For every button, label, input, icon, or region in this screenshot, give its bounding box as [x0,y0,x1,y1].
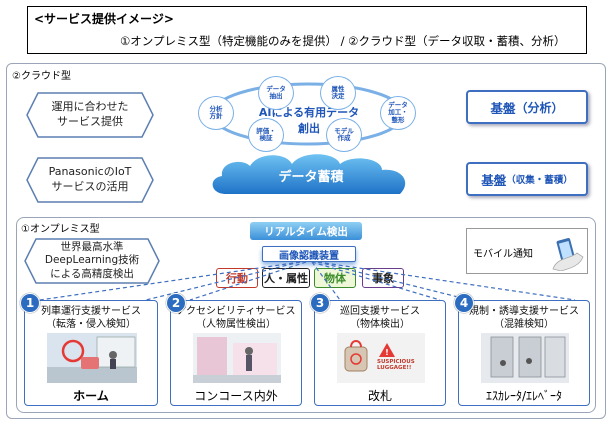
kiban-storage-main: 基盤 [481,172,507,188]
cloud-icon [212,154,406,194]
concourse-scene-image [193,333,281,383]
service-card-platform: 列車運行支援サービス （転落・侵入検知） ホーム [24,300,158,406]
kiban-storage-box: 基盤（収集・蓄積） [466,162,588,196]
iot-service-text: PanasonicのIoT サービスの活用 [48,165,132,193]
kiban-analysis-main: 基盤 [490,100,516,116]
gate-scene-image: ! [337,333,425,383]
mobile-notification-box: モバイル通知 [466,228,588,274]
kiban-analysis-box: 基盤（分析） [466,90,588,124]
service-provision-box: 運用に合わせた サービス提供 [26,92,154,138]
realtime-detection-banner: リアルタイム検出 [250,222,362,240]
cycle-node-attribute: 属性 決定 [320,76,356,110]
iot-service-box: PanasonicのIoT サービスの活用 [26,157,154,203]
service-card-concourse: アクセシビリティサービス （人物属性検出） コンコース内外 [170,300,302,406]
card-title-gate: 巡回支援サービス （物体検出） [340,306,420,330]
svg-text:!: ! [385,348,389,357]
service-card-escalator: 規制・誘導支援サービス （混雑検知） ｴｽｶﾚｰﾀ/ｴﾚﾍﾞｰﾀ [458,300,590,406]
card-title-concourse: アクセシビリティサービス （人物属性検出） [176,306,296,330]
escalator-scene-image [481,333,569,383]
onprem-section-label: ①オンプレミス型 [21,224,100,235]
deeplearning-box: 世界最高水準 DeepLearning技術 による高精度検出 [24,238,160,284]
smartphone-hand-icon [552,238,584,271]
header-subtitle: ①オンプレミス型（特定機能のみを提供） / ②クラウド型（データ収取・蓄積、分析… [120,34,566,48]
mobile-notification-label: モバイル通知 [473,249,533,260]
cycle-node-processing: データ 加工・ 整形 [380,96,416,130]
card-location-escalator: ｴｽｶﾚｰﾀ/ｴﾚﾍﾞｰﾀ [485,389,563,403]
tag-object: 物体 [314,268,356,288]
image-recognition-device: 画像認識装置 [262,246,356,262]
card-number-1: 1 [20,293,40,313]
service-provision-text: 運用に合わせた サービス提供 [51,100,129,128]
service-card-gate: 巡回支援サービス （物体検出） ! SUSPICIOUS LUGGAGE!! 改… [314,300,446,406]
card-location-gate: 改札 [367,389,392,403]
header-box: <サービス提供イメージ> ①オンプレミス型（特定機能のみを提供） / ②クラウド… [27,6,587,54]
kiban-analysis-sub: （分析） [515,100,564,115]
card-number-3: 3 [310,293,330,313]
tag-person-attribute: 人・属性 [262,268,310,288]
deeplearning-text: 世界最高水準 DeepLearning技術 による高精度検出 [44,241,140,280]
card-title-escalator: 規制・誘導支援サービス （混雑検知） [469,306,579,330]
card-number-2: 2 [166,293,186,313]
cycle-node-policy: 分析 方針 [198,96,234,130]
card-title-platform: 列車運行支援サービス （転落・侵入検知） [41,306,141,330]
cycle-node-extract: データ 抽出 [258,76,294,110]
cycle-node-evaluation: 評価・ 検証 [248,118,284,152]
header-title: <サービス提供イメージ> [34,12,174,26]
platform-scene-image [47,333,137,383]
data-storage-cloud: データ蓄積 [206,150,416,200]
ai-cycle-diagram: AIによる有用データ創出 データ 抽出 属性 決定 データ 加工・ 整形 モデル… [196,74,418,152]
kiban-storage-sub: （収集・蓄積） [506,175,573,186]
card-location-concourse: コンコース内外 [194,389,278,403]
cloud-section-label: ②クラウド型 [12,71,71,82]
data-storage-label: データ蓄積 [278,170,344,185]
card-location-platform: ホーム [73,389,109,403]
card-number-4: 4 [454,293,474,313]
cycle-node-model: モデル 作成 [326,118,362,152]
luggage-warning-text: SUSPICIOUS LUGGAGE!! [377,359,415,372]
